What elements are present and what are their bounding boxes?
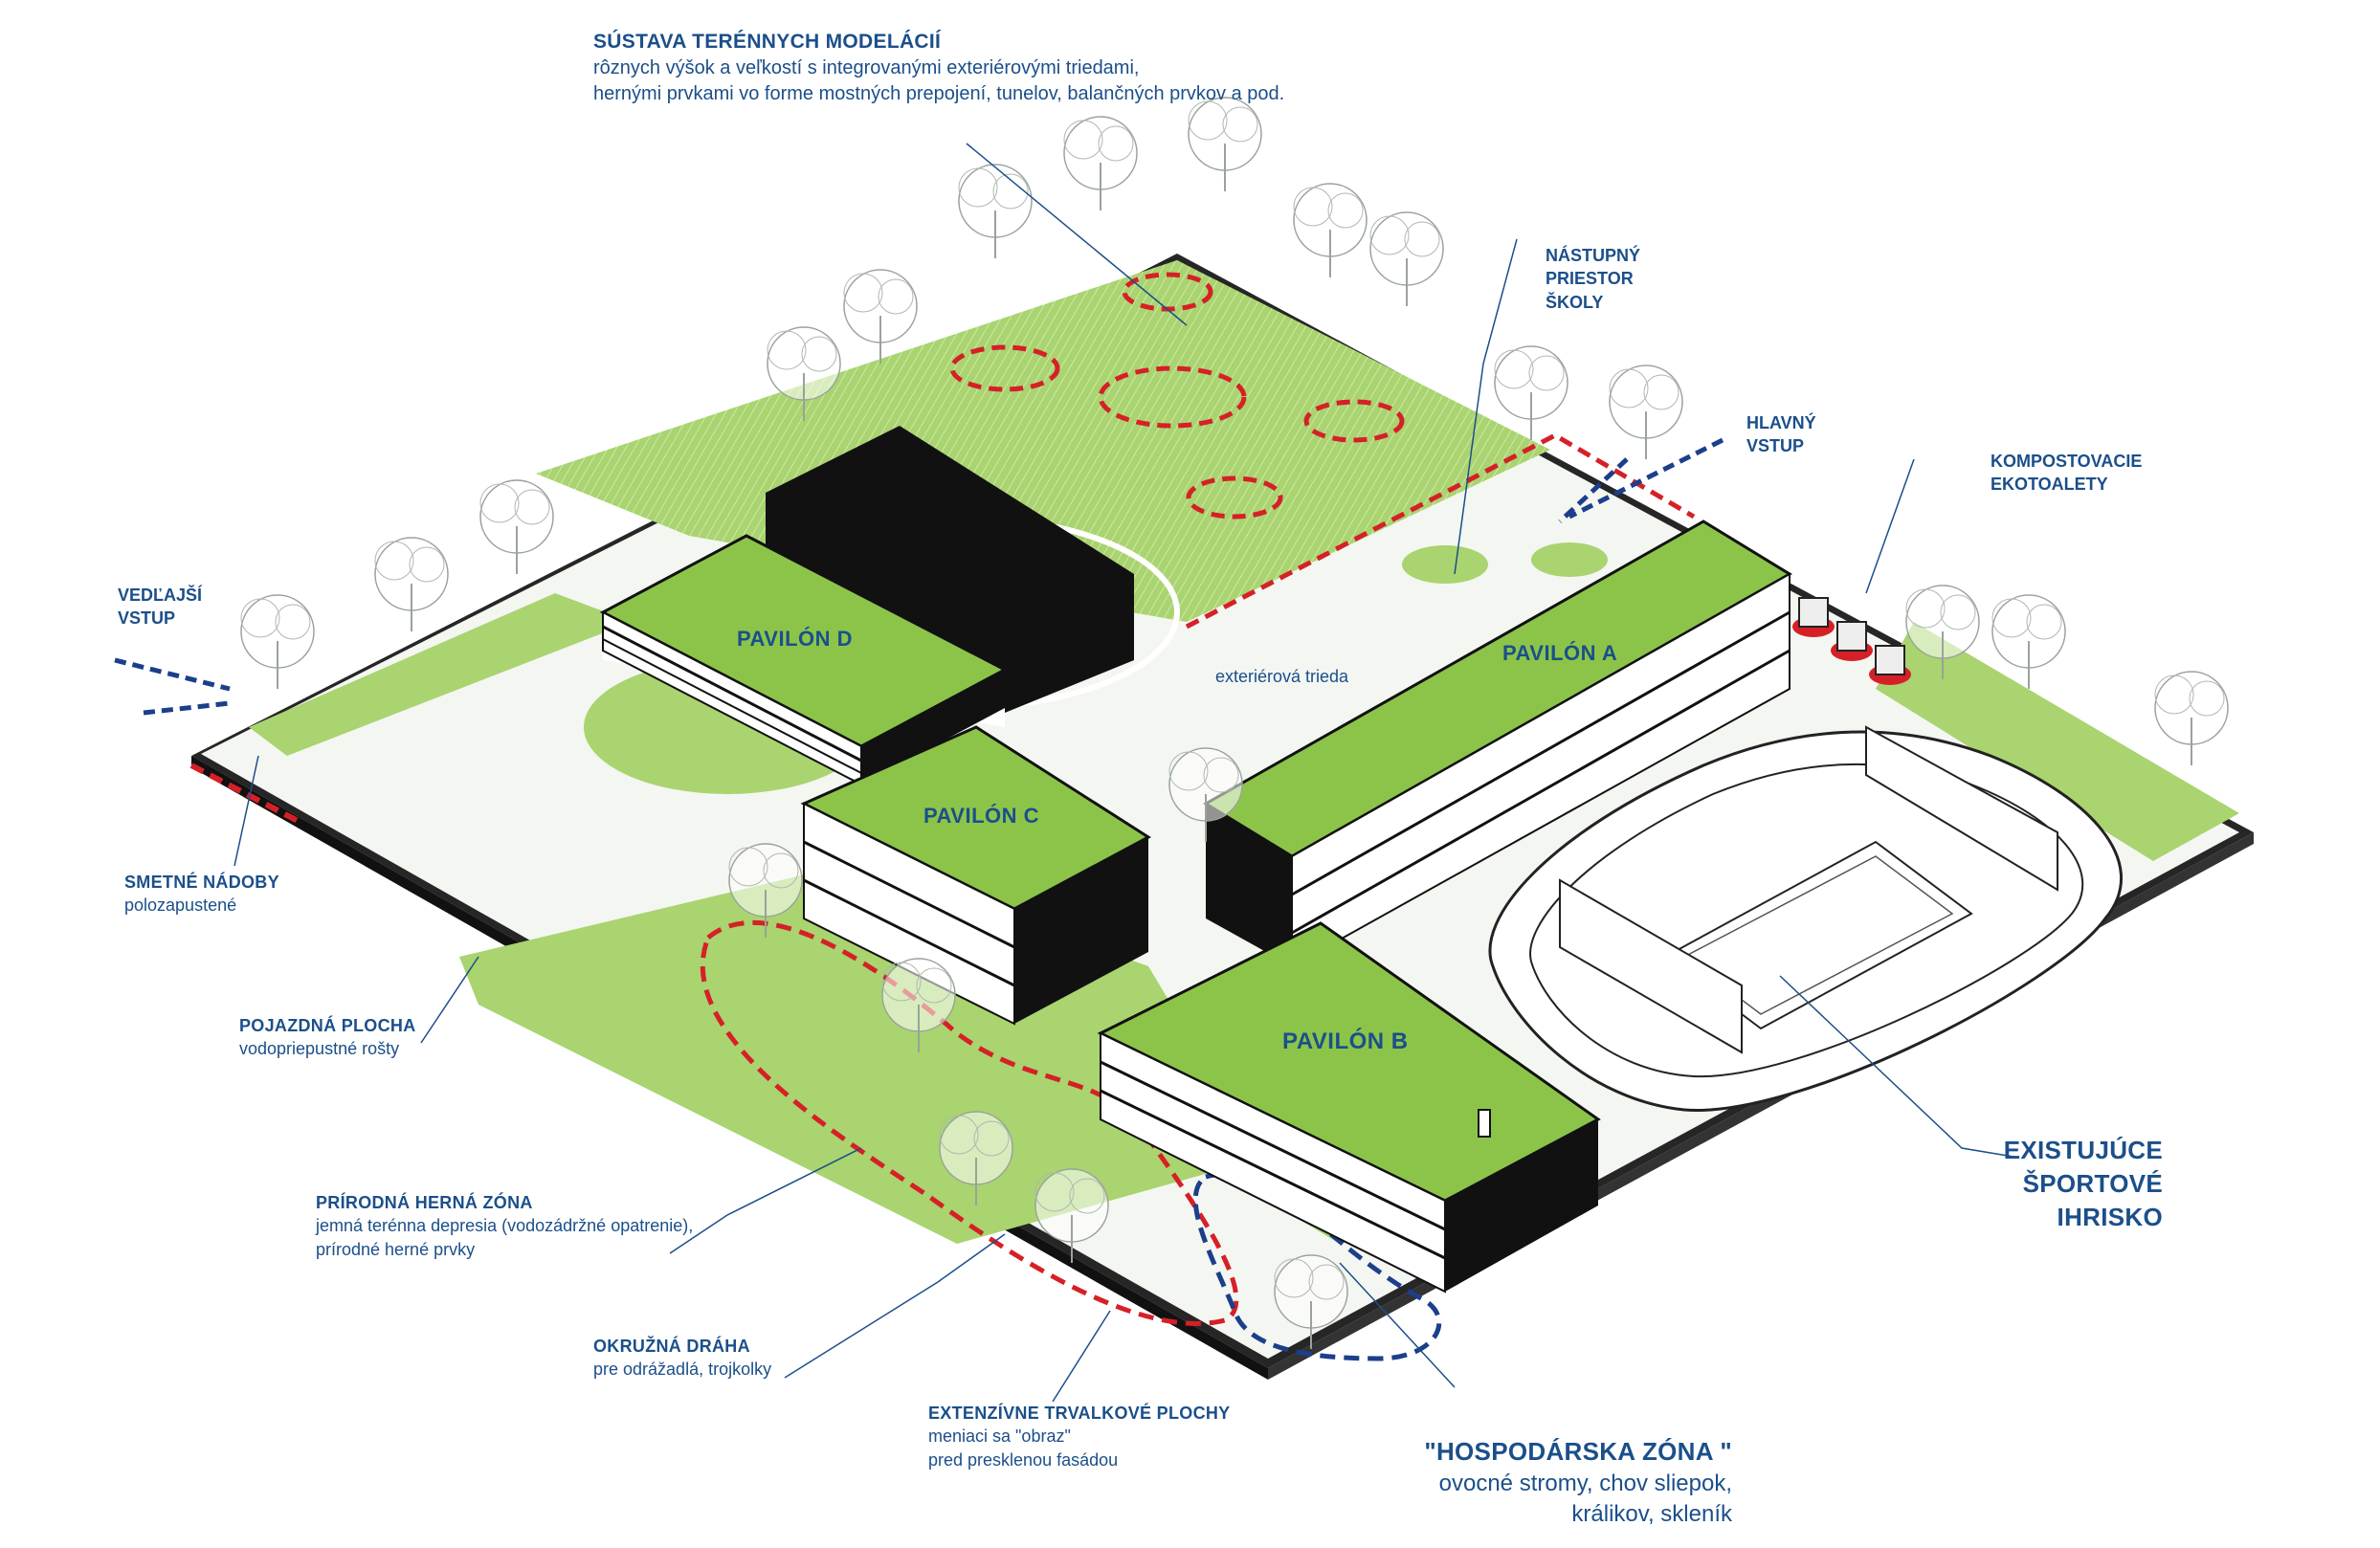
entry-space-line2: PRIESTOR [1546, 269, 1634, 289]
pavilion-d-building [599, 426, 1134, 786]
bins-callout: SMETNÉ NÁDOBY polozapustené [124, 871, 279, 918]
perennials-line1: meniaci sa "obraz" [928, 1426, 1071, 1447]
play-zone-title: PRÍRODNÁ HERNÁ ZÓNA [316, 1193, 533, 1212]
sports-line1: EXISTUJÚCE [2003, 1136, 2163, 1164]
entry-boundary-line [1185, 432, 1696, 630]
entry-space-line3: ŠKOLY [1546, 292, 1604, 312]
terrain-line2: hernými prvkami vo forme mostných prepoj… [593, 83, 1285, 105]
perennials-callout: EXTENZÍVNE TRVALKOVÉ PLOCHY meniaci sa "… [928, 1402, 1230, 1471]
entry-space-line1: NÁSTUPNÝ [1546, 246, 1641, 265]
compost-toilets [1792, 597, 1911, 685]
play-zone-line2: prírodné herné prvky [316, 1239, 476, 1259]
play-zone-outline [700, 919, 1239, 1326]
driveway-callout: POJAZDNÁ PLOCHA vodopriepustné rošty [239, 1014, 416, 1061]
bins-sub: polozapustené [124, 896, 237, 916]
farm-line1: ovocné stromy, chov sliepok, [1438, 1471, 1732, 1497]
leader-lines [234, 143, 2020, 1403]
track-callout: OKRUŽNÁ DRÁHA pre odrážadlá, trojkolky [593, 1335, 771, 1382]
pavilion-c-label: PAVILÓN C [923, 804, 1040, 828]
pavilion-c-building [800, 725, 1151, 1026]
perennials-title: EXTENZÍVNE TRVALKOVÉ PLOCHY [928, 1404, 1231, 1423]
pavilion-b-building [1097, 921, 1601, 1294]
classroom-label: exteriérová trieda [1215, 667, 1349, 686]
side-entry-line1: VEDĽAJŠÍ [118, 586, 203, 605]
driveway-title: POJAZDNÁ PLOCHA [239, 1016, 416, 1035]
main-entry-line2: VSTUP [1746, 436, 1805, 456]
main-entry-callout: HLAVNÝ VSTUP [1746, 411, 1816, 458]
farm-line2: králikov, skleník [1571, 1501, 1732, 1528]
sports-field [1488, 725, 2124, 1112]
terrain-callout: SÚSTAVA TERÉNNYCH MODELÁCIÍ rôznych výšo… [593, 29, 1284, 107]
bins-title: SMETNÉ NÁDOBY [124, 873, 279, 892]
side-entry-line2: VSTUP [118, 608, 176, 629]
play-zone-line1: jemná terénna depresia (vodozádržné opat… [316, 1216, 694, 1236]
entry-arrows [114, 437, 1724, 716]
pavilion-a-building [1203, 520, 1792, 968]
terrain-line1: rôznych výšok a veľkostí s integrovanými… [593, 57, 1140, 79]
driveway-sub: vodopriepustné rošty [239, 1039, 400, 1059]
farm-title: "HOSPODÁRSKA ZÓNA " [1424, 1437, 1732, 1466]
sports-callout: EXISTUJÚCE ŠPORTOVÉ IHRISKO [1914, 1134, 2163, 1234]
farm-callout: "HOSPODÁRSKA ZÓNA " ovocné stromy, chov … [1407, 1435, 1732, 1531]
compost-callout: KOMPOSTOVACIE EKOTOALETY [1991, 450, 2142, 497]
compost-line2: EKOTOALETY [1991, 475, 2108, 495]
terrain-title: SÚSTAVA TERÉNNYCH MODELÁCIÍ [593, 31, 942, 53]
pavilion-b-label: PAVILÓN B [1282, 1028, 1409, 1054]
pavilion-d-label: PAVILÓN D [737, 627, 854, 651]
sports-line2: ŠPORTOVÉ IHRISKO [2022, 1169, 2163, 1232]
play-zone-callout: PRÍRODNÁ HERNÁ ZÓNA jemná terénna depres… [316, 1191, 693, 1261]
side-entry-callout: VEDĽAJŠÍ VSTUP [118, 584, 202, 630]
track-title: OKRUŽNÁ DRÁHA [593, 1337, 750, 1356]
pavilion-a-label: PAVILÓN A [1502, 641, 1618, 665]
perennials-line2: pred presklenou fasádou [928, 1449, 1119, 1470]
track-sub: pre odrážadlá, trojkolky [593, 1360, 772, 1380]
entry-space-callout: NÁSTUPNÝ PRIESTOR ŠKOLY [1546, 244, 1640, 314]
main-entry-line1: HLAVNÝ [1746, 413, 1816, 432]
compost-line1: KOMPOSTOVACIE [1991, 452, 2143, 471]
